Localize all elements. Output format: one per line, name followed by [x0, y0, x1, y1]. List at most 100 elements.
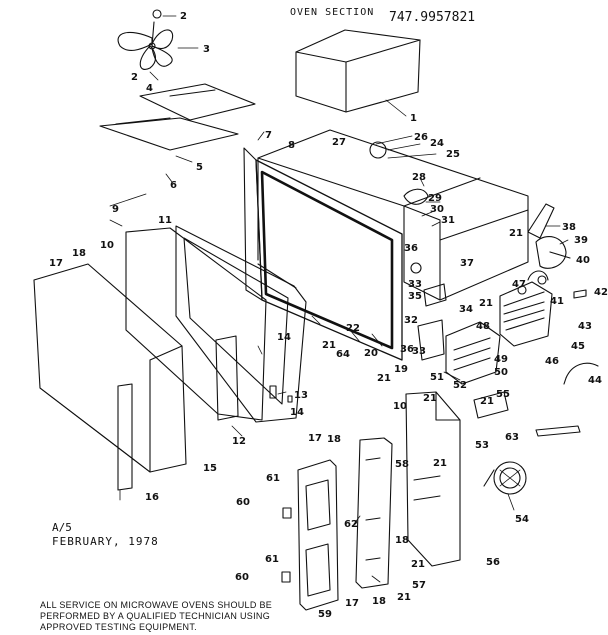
callout-54: 54	[515, 514, 529, 525]
page-code: A/5	[52, 521, 72, 534]
control-plate-part	[405, 391, 461, 567]
callout-59: 59	[318, 609, 332, 620]
callout-47: 47	[512, 279, 526, 290]
callout-50: 50	[494, 367, 508, 378]
callout-21: 21	[479, 298, 493, 309]
callout-22: 22	[346, 323, 360, 334]
callout-20: 20	[364, 348, 378, 359]
callout-18: 18	[72, 248, 86, 259]
callout-58: 58	[395, 459, 409, 470]
callout-45: 45	[571, 341, 585, 352]
magnetron-part	[499, 270, 553, 347]
callout-10: 10	[393, 401, 407, 412]
transformer-part	[417, 319, 501, 385]
callout-7: 7	[265, 130, 272, 141]
callout-18: 18	[372, 596, 386, 607]
callout-46: 46	[545, 356, 559, 367]
callout-52: 52	[453, 380, 467, 391]
callout-4: 4	[146, 83, 153, 94]
callout-21: 21	[509, 228, 523, 239]
callout-leader-lines	[109, 15, 569, 583]
callout-33: 33	[408, 279, 422, 290]
callout-57: 57	[412, 580, 426, 591]
callout-17: 17	[345, 598, 359, 609]
timer-motor-part	[483, 461, 527, 495]
hinge-bracket-part	[355, 437, 393, 589]
callout-18: 18	[327, 434, 341, 445]
callout-15: 15	[203, 463, 217, 474]
small-hardware-parts	[269, 141, 587, 583]
fan-bracket-plate-part	[99, 83, 256, 151]
callout-39: 39	[574, 235, 588, 246]
service-notice-line: ALL SERVICE ON MICROWAVE OVENS SHOULD BE	[40, 600, 273, 610]
door-panel-part	[125, 225, 307, 423]
callout-29: 29	[428, 193, 442, 204]
top-cover-part	[295, 29, 421, 113]
publication-date: FEBRUARY, 1978	[52, 535, 159, 548]
callout-36: 36	[400, 344, 414, 355]
callout-34: 34	[459, 304, 473, 315]
callout-37: 37	[460, 258, 474, 269]
control-panel-face-part	[297, 459, 339, 611]
callout-19: 19	[394, 364, 408, 375]
service-notice-line: APPROVED TESTING EQUIPMENT.	[40, 622, 197, 632]
callout-27: 27	[332, 137, 346, 148]
callout-62: 62	[344, 519, 358, 530]
callout-18: 18	[395, 535, 409, 546]
callout-1: 1	[410, 113, 417, 124]
service-notice-line: PERFORMED BY A QUALIFIED TECHNICIAN USIN…	[40, 611, 271, 621]
callout-17: 17	[49, 258, 63, 269]
callout-21: 21	[433, 458, 447, 469]
callout-28: 28	[412, 172, 426, 183]
door-cavity-frame-part	[243, 147, 403, 361]
callout-61: 61	[265, 554, 279, 565]
callout-6: 6	[170, 180, 177, 191]
callout-25: 25	[446, 149, 460, 160]
callout-38: 38	[562, 222, 576, 233]
section-title: OVEN SECTION	[290, 7, 375, 18]
callout-40: 40	[576, 255, 590, 266]
callout-35: 35	[408, 291, 422, 302]
fan-blade-part	[117, 9, 174, 70]
side-bracket-part	[527, 203, 571, 269]
oven-cabinet-part	[257, 129, 529, 301]
callout-48: 48	[476, 321, 490, 332]
callout-16: 16	[145, 492, 159, 503]
callout-41: 41	[550, 296, 564, 307]
callout-21: 21	[411, 559, 425, 570]
callout-26: 26	[414, 132, 428, 143]
callout-21: 21	[423, 393, 437, 404]
callout-21: 21	[480, 396, 494, 407]
outer-wrap-part	[33, 263, 187, 491]
callout-30: 30	[430, 204, 444, 215]
callout-51: 51	[430, 372, 444, 383]
callout-9: 9	[112, 204, 119, 215]
callout-21: 21	[397, 592, 411, 603]
callout-60: 60	[235, 572, 249, 583]
callout-63: 63	[505, 432, 519, 443]
callout-14: 14	[277, 332, 291, 343]
callout-21: 21	[377, 373, 391, 384]
callout-55: 55	[496, 389, 510, 400]
callout-31: 31	[441, 215, 455, 226]
callout-56: 56	[486, 557, 500, 568]
callout-10: 10	[100, 240, 114, 251]
callout-13: 13	[294, 390, 308, 401]
callout-14: 14	[290, 407, 304, 418]
callout-8: 8	[288, 140, 295, 151]
callout-42: 42	[594, 287, 608, 298]
callout-43: 43	[578, 321, 592, 332]
callout-2: 2	[131, 72, 138, 83]
callout-11: 11	[158, 215, 172, 226]
callout-44: 44	[588, 375, 602, 386]
heater-rod-part	[535, 425, 581, 437]
stirrer-arc-part	[563, 362, 599, 385]
callout-5: 5	[196, 162, 203, 173]
service-notice: ALL SERVICE ON MICROWAVE OVENS SHOULD BE…	[40, 600, 320, 633]
callout-17: 17	[308, 433, 322, 444]
callout-64: 64	[336, 349, 350, 360]
callout-21: 21	[322, 340, 336, 351]
callout-24: 24	[430, 138, 444, 149]
